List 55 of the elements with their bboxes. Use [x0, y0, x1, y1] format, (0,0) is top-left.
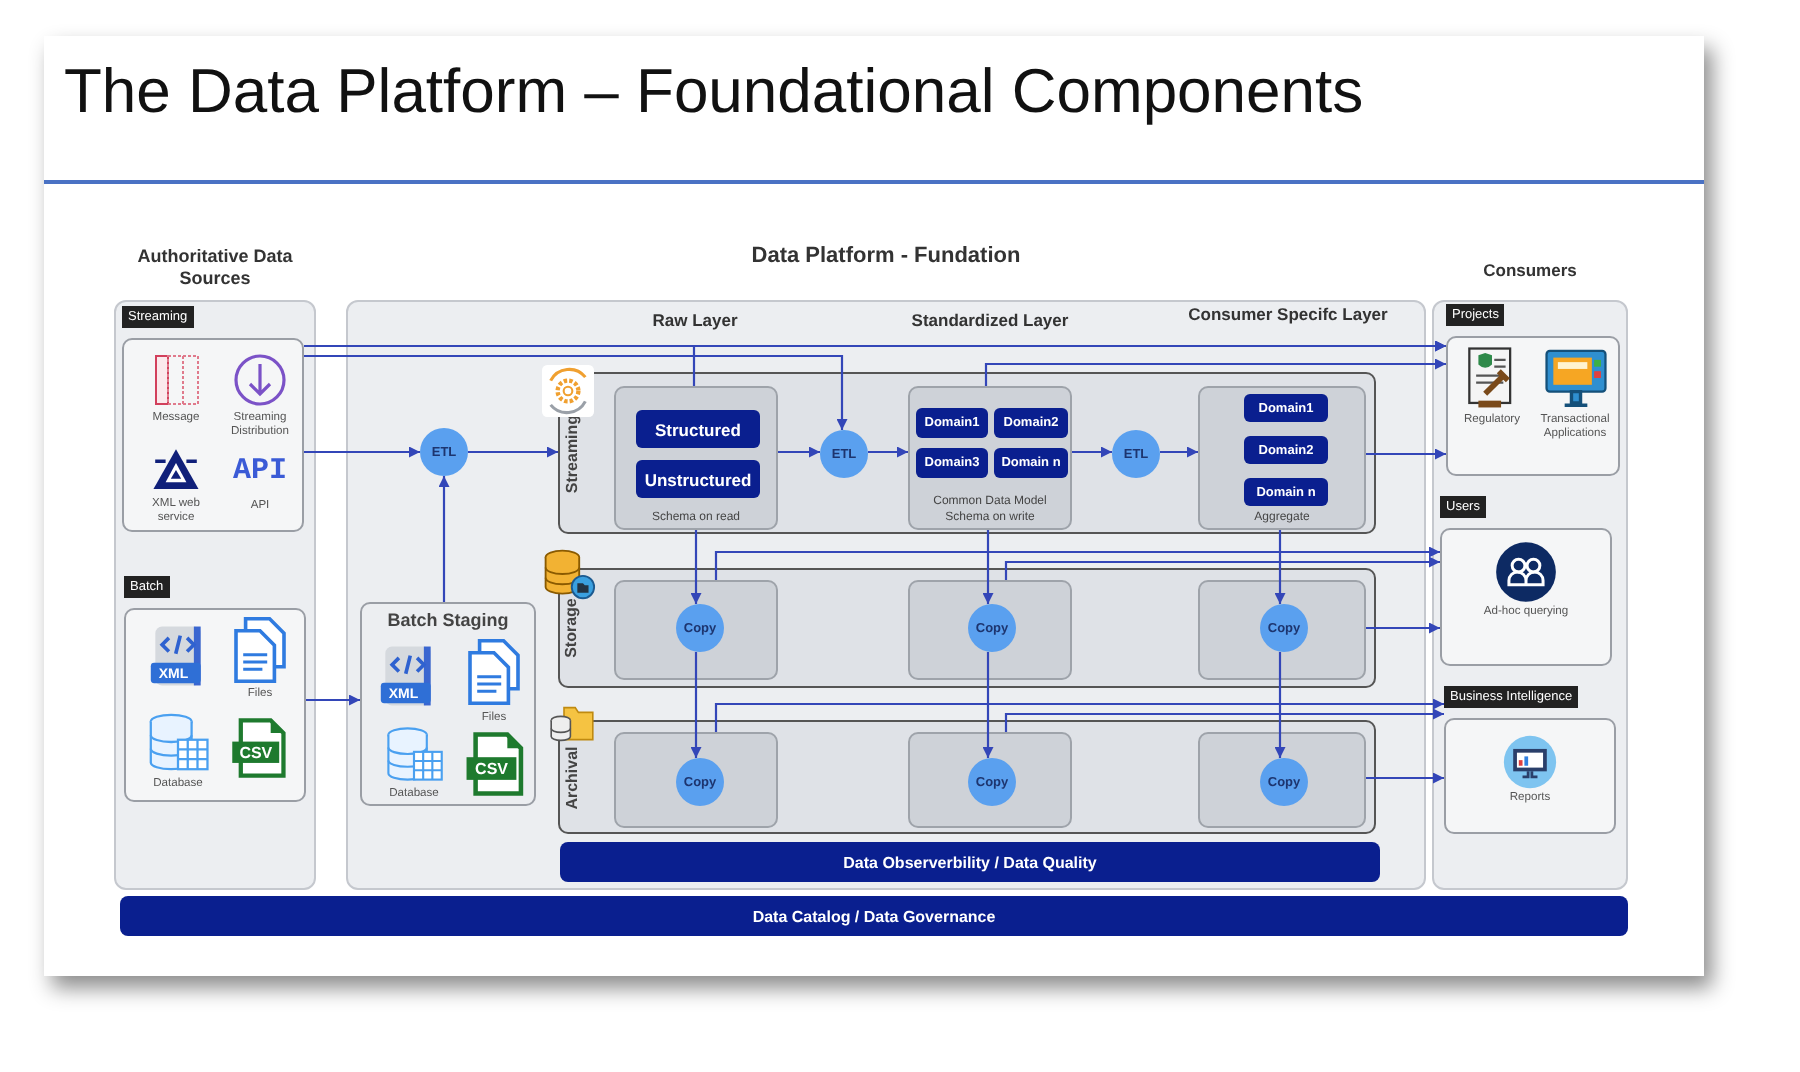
connector-arrow — [690, 652, 702, 758]
connector-arrow — [1366, 448, 1446, 460]
data-tag: Unstructured — [636, 460, 760, 498]
connector-arrow — [982, 652, 994, 758]
layer-heading: Standardized Layer — [909, 308, 1071, 334]
band-label: Streaming — [559, 411, 583, 497]
staging-box — [360, 602, 536, 806]
stage-box — [614, 732, 778, 828]
stage-box — [1198, 732, 1366, 828]
connector-arrow — [778, 446, 820, 458]
stage-box — [614, 580, 778, 680]
connector-arrow — [714, 546, 1440, 580]
layer-band — [558, 568, 1376, 688]
layer-box — [1198, 386, 1366, 530]
data-quality-bar: Data Observerbility / Data Quality — [560, 842, 1380, 882]
connector-arrow — [304, 446, 420, 458]
connector-arrow — [1274, 652, 1286, 758]
band-label: Archival — [559, 743, 581, 813]
connector-arrow — [304, 354, 848, 430]
layer-box — [614, 386, 778, 530]
panel-heading: Consumers — [1481, 258, 1579, 285]
connector-arrow — [1160, 446, 1198, 458]
connector-arrow — [306, 694, 360, 706]
connector-arrow — [984, 358, 1446, 386]
file-type-label: CSV — [237, 741, 275, 765]
band-label: Storage — [559, 596, 582, 662]
stage-box — [908, 580, 1072, 680]
connector-arrow — [438, 476, 450, 602]
panel-heading: Authoritative Data Sources — [135, 244, 295, 292]
layer-heading: Consumer Specifc Layer — [1186, 302, 1390, 328]
layer-heading: Raw Layer — [650, 308, 740, 334]
layer-box — [908, 386, 1072, 530]
connector-arrow — [468, 446, 558, 458]
connector-arrow — [690, 530, 702, 604]
connector-arrow — [1274, 530, 1286, 604]
connector-arrow — [1366, 772, 1444, 784]
layer-band — [558, 720, 1376, 834]
connector-arrow — [1004, 708, 1444, 732]
connector-arrow — [1072, 446, 1112, 458]
data-tag: Structured — [636, 410, 760, 448]
connector-arrow — [1004, 556, 1440, 580]
connector-arrow — [692, 340, 1446, 386]
api-text: API — [230, 451, 289, 491]
connector-arrow — [714, 698, 1444, 732]
layer-band — [558, 372, 1376, 534]
connector-arrow — [982, 530, 994, 604]
stage-box — [1198, 580, 1366, 680]
data-governance-bar: Data Catalog / Data Governance — [120, 896, 1628, 936]
stage-box — [908, 732, 1072, 828]
box-heading: Batch Staging — [385, 608, 511, 632]
slide-title: The Data Platform – Foundational Components — [64, 56, 1366, 130]
connector-arrow — [1366, 622, 1440, 634]
file-type-label: CSV — [473, 758, 510, 782]
connector-arrow — [868, 446, 908, 458]
panel-heading: Data Platform - Fundation — [749, 242, 1023, 273]
